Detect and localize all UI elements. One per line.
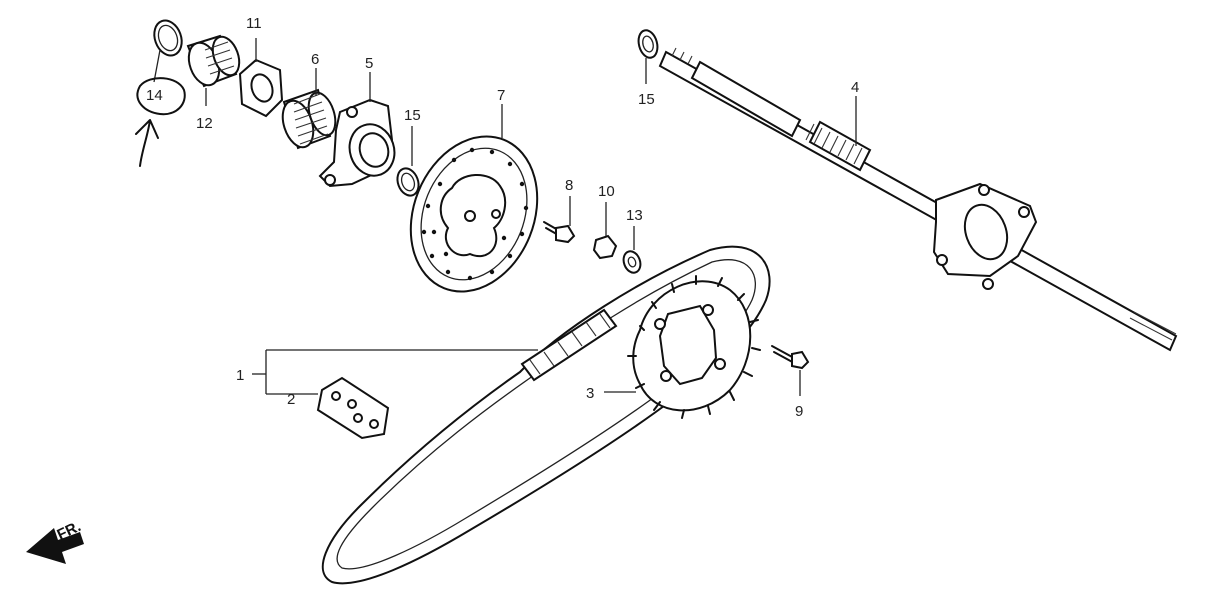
part-12-collar <box>186 34 241 106</box>
part-15-oring-right <box>637 29 659 84</box>
label-11: 11 <box>246 15 262 32</box>
label-15-right: 15 <box>638 91 655 108</box>
part-14-circlip <box>153 19 183 83</box>
part-4-rear-axle <box>658 47 1178 352</box>
part-9-bolt <box>771 345 810 396</box>
label-8: 8 <box>565 177 573 194</box>
label-2: 2 <box>287 391 295 408</box>
label-14: 14 <box>146 87 163 104</box>
part-1-chain <box>321 245 771 585</box>
part-11-nut <box>238 38 284 118</box>
part-3-sprocket <box>627 275 761 419</box>
label-13: 13 <box>626 207 643 224</box>
hand-drawn-circle <box>136 77 186 116</box>
leader-lines <box>252 349 636 395</box>
part-10-nut <box>592 202 618 260</box>
label-1: 1 <box>236 367 244 384</box>
label-7: 7 <box>497 87 505 104</box>
label-10: 10 <box>598 183 615 200</box>
part-15-oring-left <box>396 126 420 197</box>
label-4: 4 <box>851 79 859 96</box>
label-3: 3 <box>586 385 594 402</box>
part-7-brake-disc <box>409 104 539 293</box>
label-5: 5 <box>365 55 373 72</box>
label-12: 12 <box>196 115 213 132</box>
hand-drawn-arrow <box>135 119 159 167</box>
part-13-washer <box>622 226 642 274</box>
part-2-master-link <box>316 376 390 440</box>
part-8-bolt <box>543 196 576 244</box>
part-6-collar <box>281 68 337 150</box>
label-6: 6 <box>311 51 319 68</box>
label-9: 9 <box>795 403 803 420</box>
label-15-left: 15 <box>404 107 421 124</box>
fr-arrow-icon <box>26 528 84 564</box>
part-5-bearing-holder <box>318 72 396 188</box>
